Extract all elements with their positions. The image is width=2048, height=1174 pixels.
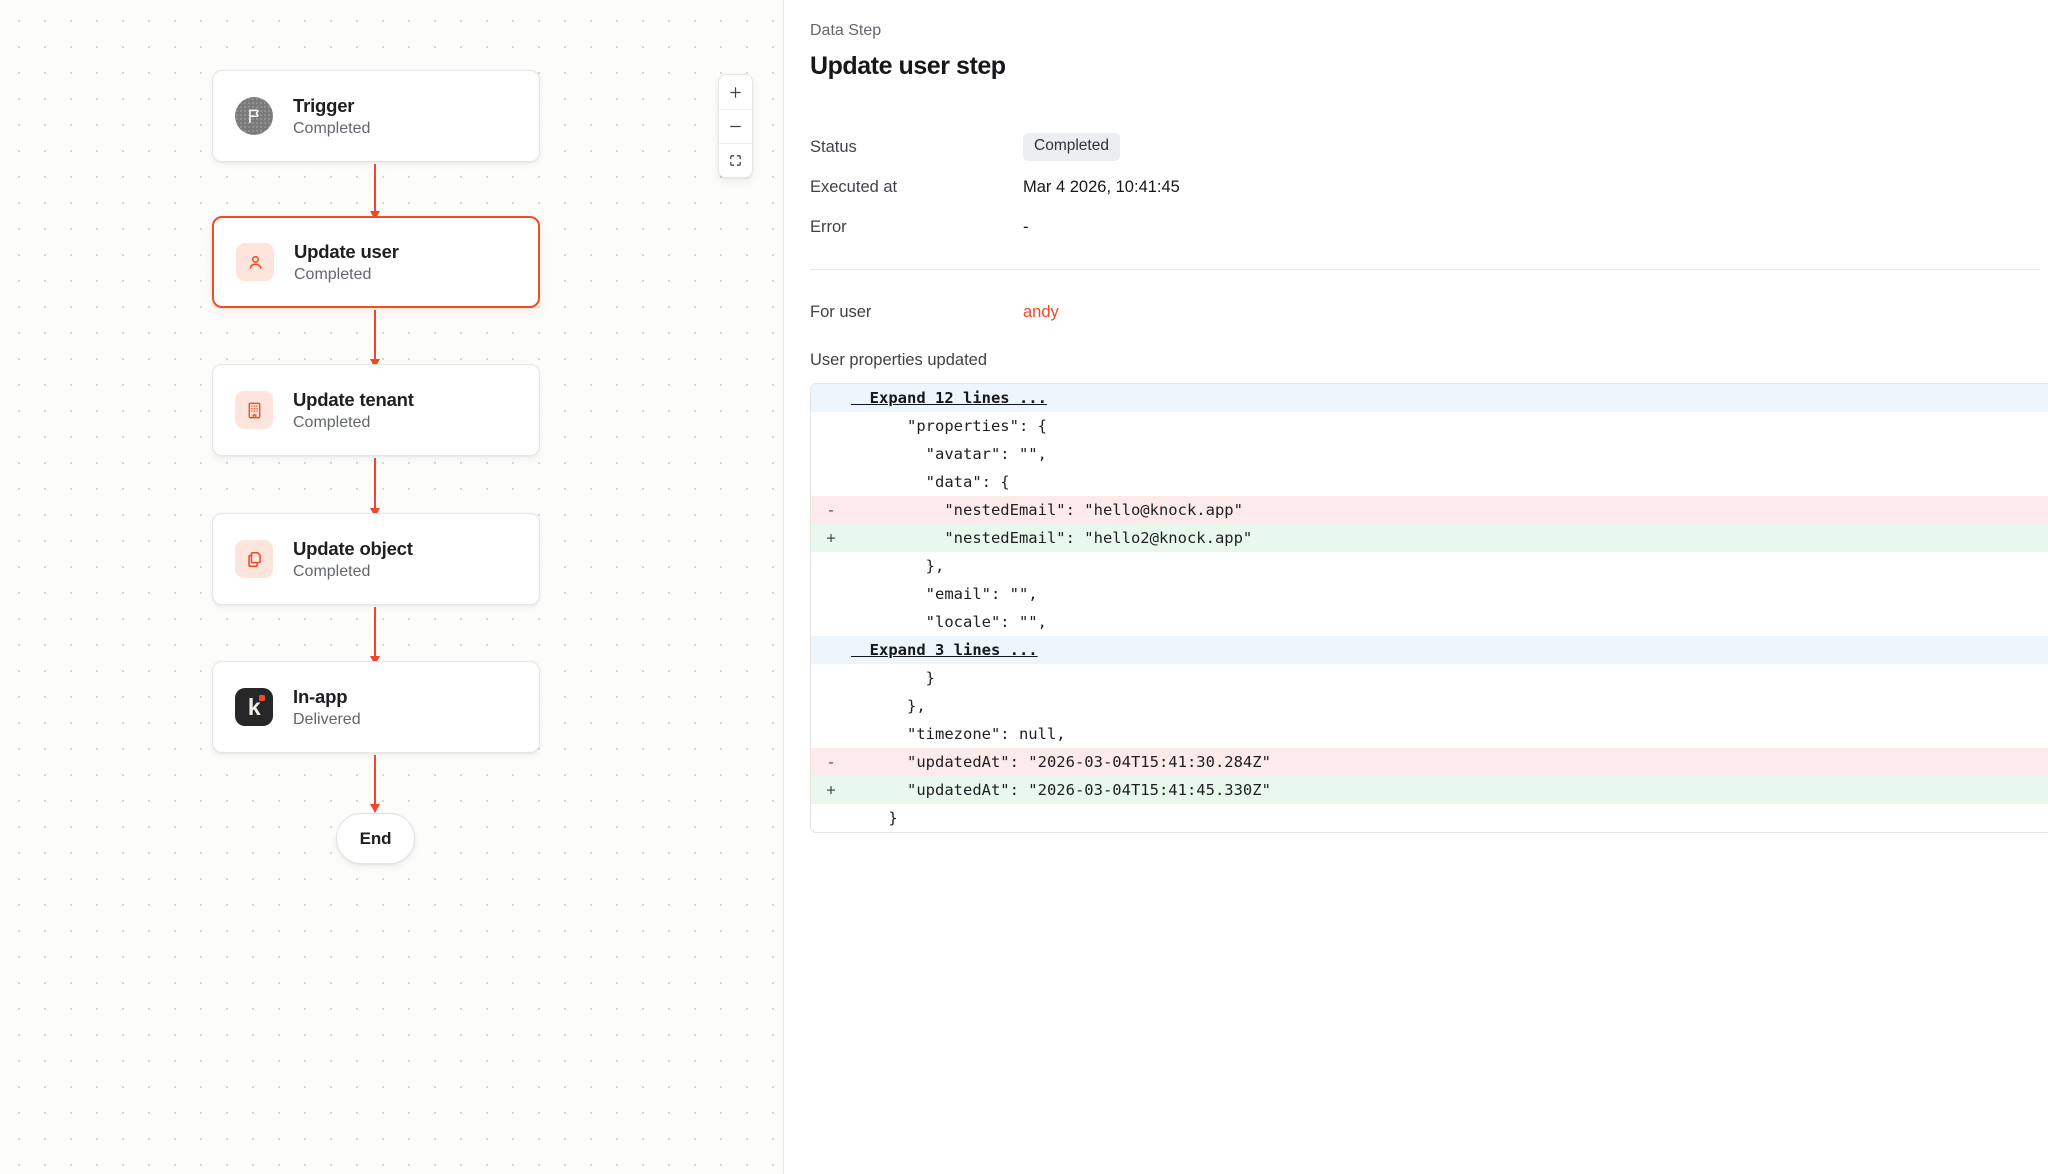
diff-code-text: "avatar": "",: [851, 445, 1047, 463]
properties-updated-label: User properties updated: [810, 351, 988, 369]
node-status: Delivered: [293, 710, 361, 728]
zoom-controls[interactable]: [718, 74, 753, 178]
node-status: Completed: [293, 413, 371, 431]
node-status: Completed: [293, 562, 371, 580]
diff-code-text: "timezone": null,: [851, 725, 1066, 743]
detail-row: Status Completed: [810, 127, 2040, 167]
workflow-node-end[interactable]: End: [336, 813, 415, 864]
plus-icon: [730, 86, 741, 98]
for-user-row: For user andy: [810, 292, 2048, 332]
diff-expand-row[interactable]: Expand 3 lines ...: [811, 636, 2048, 664]
panel-eyebrow: Data Step: [810, 22, 882, 39]
diff-line-ctx: },: [811, 552, 2048, 580]
building-icon: [235, 391, 273, 429]
diff-code-text: "updatedAt": "2026-03-04T15:41:45.330Z": [851, 781, 1271, 799]
diff-line-del: - "updatedAt": "2026-03-04T15:41:30.284Z…: [811, 748, 2048, 776]
detail-key: Error: [810, 217, 847, 236]
copy-icon: [235, 540, 273, 578]
page-title: Update user step: [810, 52, 1006, 80]
diff-gutter-marker: -: [826, 753, 836, 771]
diff-line-ctx: "timezone": null,: [811, 720, 2048, 748]
diff-line-ctx: }: [811, 664, 2048, 692]
diff-code-text: Expand 3 lines ...: [851, 641, 1038, 659]
node-title: Update user: [294, 240, 399, 262]
knock-logo-icon: k: [235, 688, 273, 726]
knock-letter-k: k: [247, 693, 261, 720]
status-badge-label: Completed: [1023, 133, 1120, 161]
knock-badge-dot: [259, 695, 265, 701]
detail-key: Executed at: [810, 177, 898, 196]
workflow-connector: [370, 607, 380, 665]
diff-expand-row[interactable]: Expand 12 lines ...: [811, 384, 2048, 412]
node-status: Completed: [294, 265, 372, 283]
node-title: Update object: [293, 537, 413, 559]
workflow-connector: [370, 458, 380, 517]
diff-code-text: "updatedAt": "2026-03-04T15:41:30.284Z": [851, 753, 1271, 771]
fit-view-icon: [730, 155, 741, 166]
status-badge: Completed: [1023, 133, 1120, 161]
step-detail-panel: Data Step Update user step Status Complet…: [784, 0, 2048, 1174]
zoom-out-button[interactable]: [719, 109, 752, 143]
diff-code-text: "locale": "",: [851, 613, 1047, 631]
node-title: Trigger: [293, 94, 355, 116]
detail-row: Error -: [810, 207, 2040, 247]
diff-line-ctx: }: [811, 804, 2048, 832]
diff-line-ctx: "properties": {: [811, 412, 2048, 440]
panel-divider: [810, 269, 2040, 270]
copy-icon: [247, 551, 261, 567]
for-user-link[interactable]: andy: [1023, 302, 1059, 321]
diff-code-text: "properties": {: [851, 417, 1047, 435]
properties-diff-viewer[interactable]: Expand 12 lines ... "properties": { "ava…: [810, 383, 2048, 833]
diff-line-ctx: },: [811, 692, 2048, 720]
diff-line-del: - "nestedEmail": "hello@knock.app": [811, 496, 2048, 524]
diff-gutter-marker: +: [826, 781, 836, 799]
diff-gutter-marker: +: [826, 529, 836, 547]
diff-code-text: },: [851, 557, 945, 575]
diff-code-text: Expand 12 lines ...: [851, 389, 1047, 407]
detail-value: Mar 4 2026, 10:41:45: [1023, 177, 1180, 196]
diff-line-add: + "updatedAt": "2026-03-04T15:41:45.330Z…: [811, 776, 2048, 804]
diff-line-ctx: "data": {: [811, 468, 2048, 496]
fit-view-button[interactable]: [719, 143, 752, 177]
diff-code-text: "data": {: [851, 473, 1010, 491]
diff-code-text: }: [851, 669, 935, 687]
diff-gutter-marker: -: [826, 501, 836, 519]
diff-line-ctx: "email": "",: [811, 580, 2048, 608]
user-icon: [249, 255, 261, 269]
diff-line-ctx: "locale": "",: [811, 608, 2048, 636]
zoom-in-button[interactable]: [719, 75, 752, 109]
for-user-label: For user: [810, 302, 872, 321]
detail-value: -: [1023, 217, 1029, 236]
diff-code-text: }: [851, 809, 898, 827]
workflow-connector: [370, 755, 380, 813]
end-node-label: End: [359, 828, 392, 848]
workflow-connector: [370, 164, 380, 220]
diff-code-text: },: [851, 697, 926, 715]
workflow-connector: [370, 310, 380, 368]
node-title: Update tenant: [293, 388, 414, 410]
flag-icon: [235, 97, 273, 135]
diff-code-text: "nestedEmail": "hello@knock.app": [851, 501, 1243, 519]
diff-line-ctx: "avatar": "",: [811, 440, 2048, 468]
detail-row: Executed at Mar 4 2026, 10:41:45: [810, 167, 2040, 207]
node-title: In-app: [293, 685, 348, 707]
diff-code-text: "email": "",: [851, 585, 1038, 603]
minus-icon: [730, 125, 741, 128]
detail-key: Status: [810, 137, 857, 156]
user-icon: [236, 243, 274, 281]
diff-line-add: + "nestedEmail": "hello2@knock.app": [811, 524, 2048, 552]
building-icon: [248, 402, 260, 418]
node-status: Completed: [293, 119, 371, 137]
flag-icon: [249, 109, 259, 123]
diff-code-text: "nestedEmail": "hello2@knock.app": [851, 529, 1253, 547]
